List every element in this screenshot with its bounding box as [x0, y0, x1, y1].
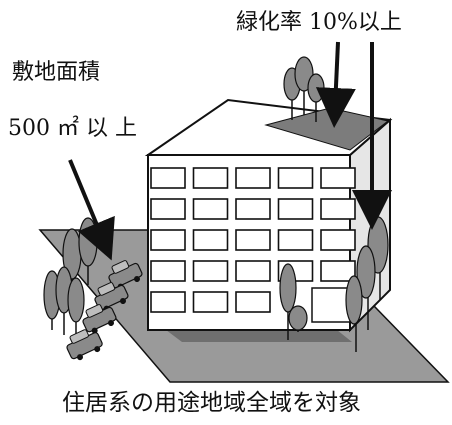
ground-trees-front — [279, 263, 308, 340]
window — [277, 198, 314, 220]
window — [192, 291, 229, 313]
window — [235, 229, 271, 251]
window — [150, 229, 186, 251]
window — [150, 167, 186, 189]
window — [320, 229, 356, 251]
site-area-label: 敷地面積 — [12, 60, 101, 85]
window — [192, 198, 229, 220]
window — [235, 260, 271, 282]
window — [192, 260, 229, 282]
window — [320, 260, 356, 282]
window — [192, 229, 229, 251]
caption: 住居系の用途地域全域を対象 — [62, 390, 361, 416]
arrow-site-area — [68, 159, 115, 261]
green-ratio-label: 緑化率 10%以上 — [236, 10, 402, 35]
car — [94, 282, 129, 312]
window — [235, 198, 271, 220]
roof-garden — [264, 107, 390, 151]
arrow-green-roof — [315, 41, 356, 128]
window — [150, 260, 186, 282]
car — [66, 329, 103, 361]
building-entrance — [311, 287, 351, 323]
window — [320, 167, 356, 189]
window — [235, 167, 271, 189]
window — [277, 167, 314, 189]
ground-trees-right — [345, 216, 389, 352]
window — [277, 229, 314, 251]
window — [320, 198, 356, 220]
window — [150, 198, 186, 220]
site-area-minimum-label: 500 ㎡ 以 上 — [8, 116, 137, 141]
window — [150, 291, 186, 313]
window — [192, 167, 229, 189]
ground-trees-left — [43, 217, 98, 340]
building-windows — [150, 167, 356, 313]
parked-cars — [66, 260, 143, 361]
window — [235, 291, 271, 313]
